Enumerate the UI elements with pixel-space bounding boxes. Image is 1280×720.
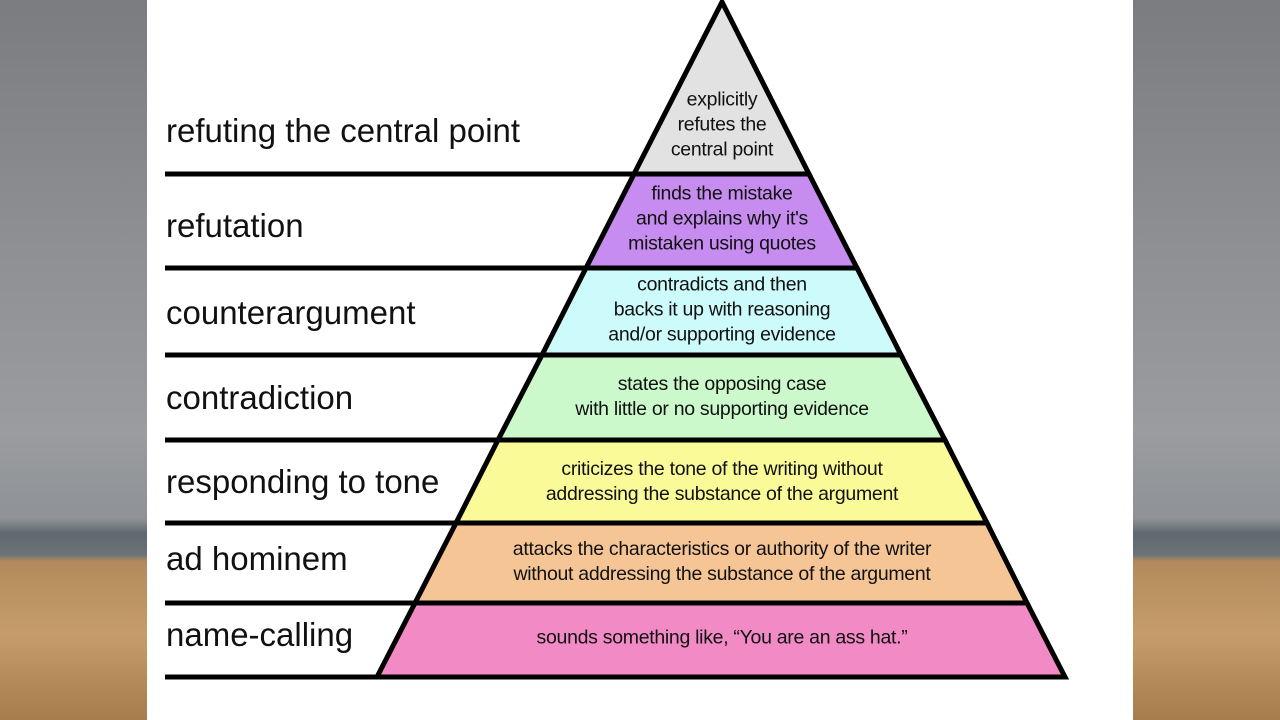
background-photo-left [0, 0, 147, 720]
level-label: refuting the central point [166, 112, 521, 149]
description-line: central point [670, 138, 774, 161]
description-line: with little or no supporting evidence [575, 398, 869, 420]
level-description: states the opposing case with little or … [575, 372, 869, 422]
level-description: criticizes the tone of the writing witho… [545, 457, 899, 507]
level-description: sounds something like, “You are an ass h… [537, 626, 908, 651]
background-photo-right [1133, 0, 1280, 720]
description-line: finds the mistake [651, 182, 793, 205]
level-description: contradicts and then backs it up with re… [608, 273, 836, 348]
level-description: finds the mistake and explains why it's … [628, 182, 816, 257]
description-line: explicitly [686, 88, 758, 111]
level-description: attacks the characteristics or authority… [512, 537, 932, 587]
level-label: responding to tone [166, 463, 440, 500]
description-line: without addressing the substance of the … [513, 563, 931, 585]
level-label: name-calling [166, 616, 354, 653]
level-label: counterargument [166, 294, 416, 331]
level-label: ad hominem [166, 540, 348, 577]
description-line: contradicts and then [637, 273, 807, 296]
band-name-calling [372, 600, 1070, 680]
level-label: contradiction [166, 379, 354, 416]
description-line: backs it up with reasoning [613, 298, 831, 321]
description-line: refutes the [677, 113, 767, 136]
level-label: refutation [166, 207, 304, 244]
description-line: attacks the characteristics or authority… [512, 538, 932, 560]
description-line: criticizes the tone of the writing witho… [561, 458, 883, 480]
description-line: states the opposing case [617, 373, 827, 395]
description-line: mistaken using quotes [628, 232, 816, 255]
description-line: addressing the substance of the argument [545, 483, 899, 505]
description-line: and explains why it's [636, 207, 808, 230]
level-description: explicitly refutes the central point [670, 88, 774, 163]
description-line: and/or supporting evidence [608, 323, 836, 346]
description-line: sounds something like, “You are an ass h… [536, 626, 908, 649]
